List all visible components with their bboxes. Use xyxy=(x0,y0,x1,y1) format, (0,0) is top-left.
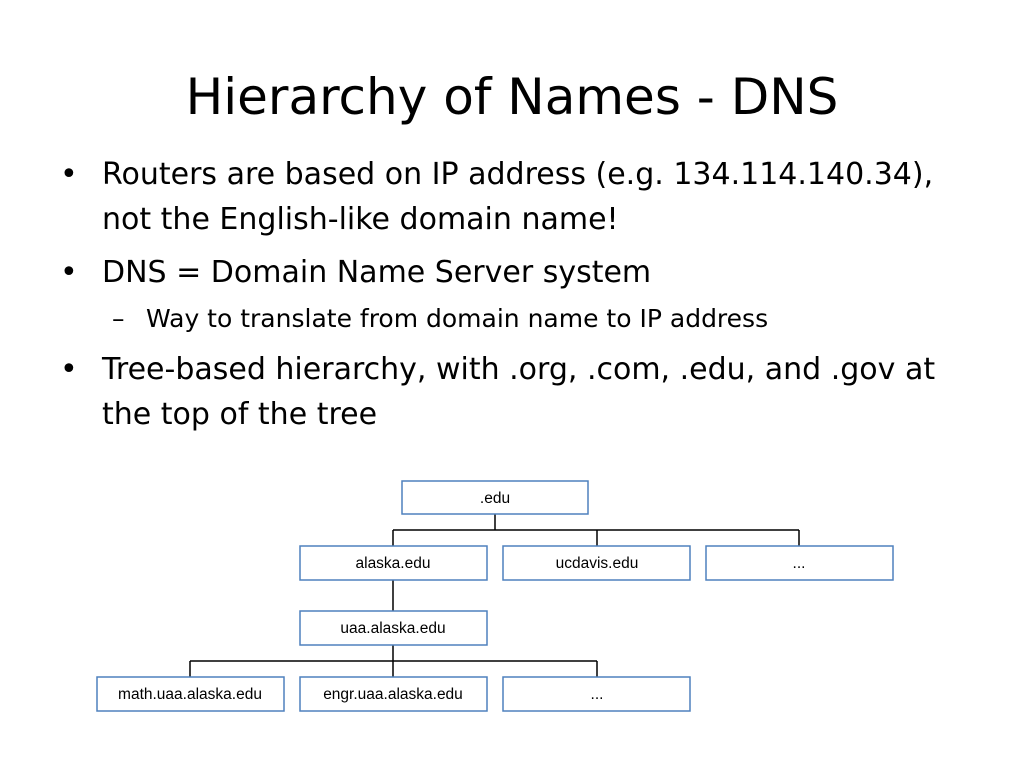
tree-node-box xyxy=(96,676,285,712)
bullet-text: Routers are based on IP address (e.g. 13… xyxy=(102,157,934,237)
tree-node-alaska: alaska.edu xyxy=(299,545,488,581)
tree-node-label: math.uaa.alaska.edu xyxy=(118,686,262,703)
tree-node-uaa: uaa.alaska.edu xyxy=(299,610,488,646)
bullet-list: • Routers are based on IP address (e.g. … xyxy=(60,152,980,445)
tree-node-box xyxy=(299,676,488,712)
bullet-item-tree: • Tree-based hierarchy, with .org, .com,… xyxy=(60,347,980,437)
bullet-text: DNS = Domain Name Server system xyxy=(102,255,652,290)
slide-title: Hierarchy of Names - DNS xyxy=(185,68,839,126)
bullet-item-dns: • DNS = Domain Name Server system xyxy=(60,250,980,295)
tree-node-math: math.uaa.alaska.edu xyxy=(96,676,285,712)
tree-node-box xyxy=(502,545,691,581)
tree-node-box xyxy=(705,545,894,581)
sub-bullet-marker: – xyxy=(112,304,125,333)
tree-node-level1-more: ... xyxy=(705,545,894,581)
tree-node-box xyxy=(401,480,589,515)
sub-bullet-text: Way to translate from domain name to IP … xyxy=(146,304,769,333)
tree-node-box xyxy=(502,676,691,712)
bullet-item-routers: • Routers are based on IP address (e.g. … xyxy=(60,152,980,242)
tree-node-root: .edu xyxy=(401,480,589,515)
tree-node-label: ucdavis.edu xyxy=(556,555,639,572)
bullet-text: Tree-based hierarchy, with .org, .com, .… xyxy=(102,352,936,432)
tree-node-label: engr.uaa.alaska.edu xyxy=(323,686,463,703)
bullet-marker: • xyxy=(60,255,78,290)
tree-node-label: uaa.alaska.edu xyxy=(340,620,445,637)
tree-node-level3-more: ... xyxy=(502,676,691,712)
tree-node-box xyxy=(299,545,488,581)
tree-node-engr: engr.uaa.alaska.edu xyxy=(299,676,488,712)
bullet-marker: • xyxy=(60,352,78,387)
tree-node-label: ... xyxy=(591,686,604,703)
tree-node-label: .edu xyxy=(480,490,510,507)
tree-node-box xyxy=(299,610,488,646)
tree-node-label: ... xyxy=(793,555,806,572)
tree-node-ucdavis: ucdavis.edu xyxy=(502,545,691,581)
sub-bullet-item-translate: – Way to translate from domain name to I… xyxy=(60,299,980,339)
bullet-marker: • xyxy=(60,157,78,192)
tree-node-label: alaska.edu xyxy=(356,555,431,572)
